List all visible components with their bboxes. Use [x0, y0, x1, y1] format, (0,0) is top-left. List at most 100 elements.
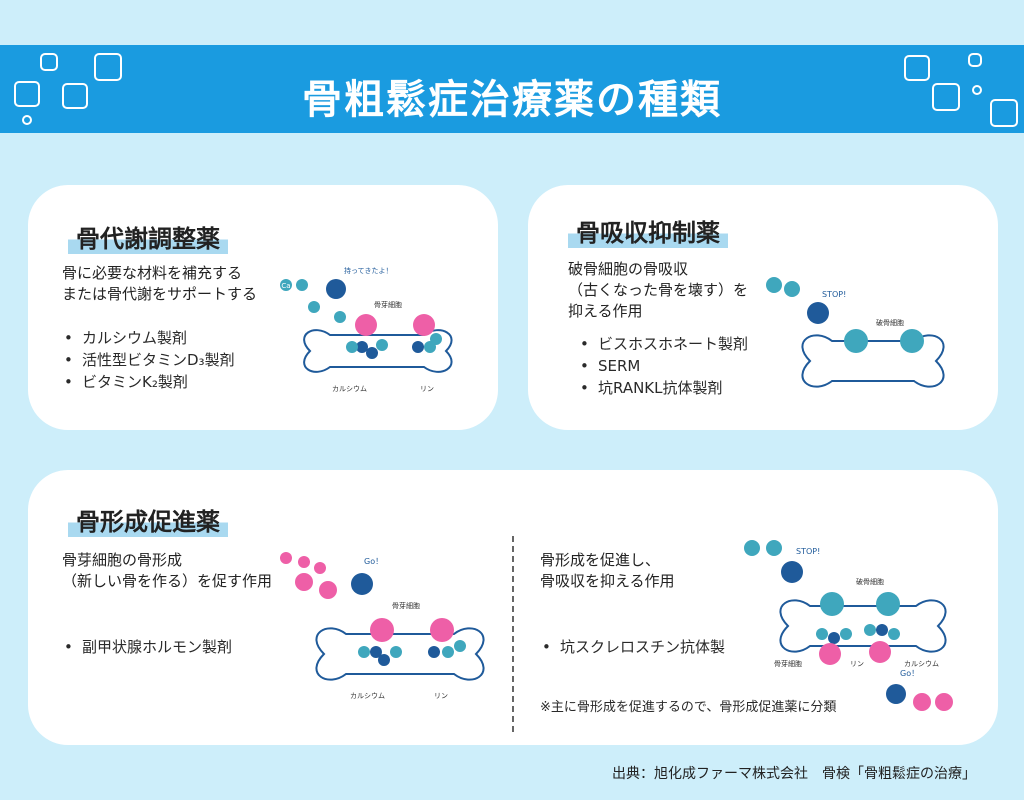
- list-item: 坑スクレロスチン抗体製: [540, 636, 725, 658]
- phosphorus-label: リン: [434, 692, 448, 700]
- list-item: 副甲状腺ホルモン製剤: [62, 636, 232, 658]
- bone-diagram: Go！ 骨芽細胞 カルシウム リン: [280, 552, 485, 700]
- card-description: 骨に必要な材料を補充する または骨代謝をサポートする: [62, 264, 258, 303]
- drug-list: 坑スクレロスチン抗体製: [540, 636, 725, 658]
- osteoblast-cell: [935, 693, 953, 711]
- phosphate-ion: [412, 341, 424, 353]
- decor-square: [990, 99, 1018, 127]
- phosphate-ion: [370, 646, 382, 658]
- osteoblast-label: 骨芽細胞: [374, 300, 402, 309]
- osteoclast-cell: [844, 329, 868, 353]
- stop-label: STOP!: [822, 290, 846, 299]
- list-item: 坑RANKL抗体製剤: [578, 377, 748, 399]
- page-title: 骨粗鬆症治療薬の種類: [302, 77, 722, 123]
- osteoclast-cell: [900, 329, 924, 353]
- calcium-ion: [346, 341, 358, 353]
- phosphate-ion: [378, 654, 390, 666]
- drug-list: 副甲状腺ホルモン製剤: [62, 636, 232, 658]
- calcium-ion: [430, 333, 442, 345]
- card-description: 破骨細胞の骨吸収 （古くなった骨を壊す）を 抑える作用: [568, 260, 749, 320]
- bone-diagram: STOP! 破骨細胞 骨芽細胞 リン カルシウム Go！: [744, 540, 953, 711]
- carrier-character: [326, 279, 346, 299]
- phosphate-ion: [428, 646, 440, 658]
- calcium-ion: [816, 628, 828, 640]
- calcium-ion: [442, 646, 454, 658]
- calcium-label: カルシウム: [350, 692, 385, 700]
- list-item: 活性型ビタミンD₃製剤: [62, 349, 235, 371]
- osteoblast-cell: [370, 618, 394, 642]
- osteoblast-cell: [355, 314, 377, 336]
- go-label: Go！: [364, 557, 383, 566]
- list-item: ビスホスホネート製剤: [578, 333, 748, 355]
- osteoclast-cell: [820, 592, 844, 616]
- supporter-character: [351, 573, 373, 595]
- phosphate-ion: [876, 624, 888, 636]
- calcium-ion: [280, 279, 292, 291]
- calcium-ion: [358, 646, 370, 658]
- phosphorus-label: リン: [850, 660, 864, 668]
- osteoclast-cell: [784, 281, 800, 297]
- osteoclast-label: 破骨細胞: [876, 318, 904, 327]
- card-heading: 骨代謝調整薬: [68, 219, 228, 254]
- drug-list: カルシウム製剤 活性型ビタミンD₃製剤 ビタミンK₂製剤: [62, 327, 235, 393]
- card-heading: 骨吸収抑制薬: [568, 213, 728, 248]
- osteoblast-cell: [319, 581, 337, 599]
- card-description: 骨形成を促進し、 骨吸収を抑える作用: [540, 551, 675, 590]
- section-divider: [512, 536, 514, 732]
- calcium-ion: [390, 646, 402, 658]
- osteoblast-label: 骨芽細胞: [392, 601, 420, 610]
- blocker-character: [807, 302, 829, 324]
- go-label: Go！: [900, 669, 919, 678]
- osteoclast-cell: [766, 277, 782, 293]
- calcium-label: カルシウム: [904, 660, 939, 668]
- card-resorption: 骨吸収抑制薬 破骨細胞の骨吸収 （古くなった骨を壊す）を 抑える作用 ビスホスホ…: [528, 185, 998, 430]
- bone-shape: [779, 599, 947, 653]
- osteoblast-cell: [314, 562, 326, 574]
- osteoblast-cell: [913, 693, 931, 711]
- card-heading: 骨形成促進薬: [68, 502, 228, 537]
- bone-diagram: Ca 持ってきたよ！ 骨芽細胞 カルシウム リン: [280, 266, 453, 393]
- calcium-ion: [296, 279, 308, 291]
- bone-shape: [303, 329, 453, 373]
- calcium-ion: [840, 628, 852, 640]
- card-metabolism: 骨代謝調整薬 骨に必要な材料を補充する または骨代謝をサポートする カルシウム製…: [28, 185, 498, 430]
- calcium-ion: [334, 311, 346, 323]
- stop-label: STOP!: [796, 547, 820, 556]
- speech-label: 持ってきたよ！: [344, 266, 392, 275]
- osteoblast-cell: [298, 556, 310, 568]
- list-item: SERM: [578, 355, 748, 377]
- osteoblast-cell: [819, 643, 841, 665]
- osteoblast-cell: [280, 552, 292, 564]
- phosphate-ion: [366, 347, 378, 359]
- calcium-ion: [308, 301, 320, 313]
- calcium-label: カルシウム: [332, 385, 367, 393]
- list-item: カルシウム製剤: [62, 327, 235, 349]
- osteoclast-cell: [876, 592, 900, 616]
- decor-square: [972, 85, 982, 95]
- supporter-character: [886, 684, 906, 704]
- phosphorus-label: リン: [420, 385, 434, 393]
- decor-square: [904, 55, 930, 81]
- source-citation: 出典：旭化成ファーマ株式会社 骨検「骨粗鬆症の治療」: [612, 766, 976, 782]
- decor-square: [932, 83, 960, 111]
- blocker-character: [781, 561, 803, 583]
- calcium-ion: [376, 339, 388, 351]
- decor-square: [62, 83, 88, 109]
- decor-square: [94, 53, 122, 81]
- bone-diagram: STOP! 破骨細胞: [766, 277, 945, 388]
- osteoclast-cell: [744, 540, 760, 556]
- list-item: ビタミンK₂製剤: [62, 371, 235, 393]
- osteoblast-cell: [295, 573, 313, 591]
- ca-label: Ca: [281, 282, 290, 290]
- calcium-ion: [454, 640, 466, 652]
- drug-list: ビスホスホネート製剤 SERM 坑RANKL抗体製剤: [578, 333, 748, 399]
- calcium-ion: [864, 624, 876, 636]
- card-description: 骨芽細胞の骨形成 （新しい骨を作る）を促す作用: [62, 551, 273, 590]
- title-banner: 骨粗鬆症治療薬の種類: [0, 45, 1024, 133]
- decor-square: [968, 53, 982, 67]
- osteoblast-cell: [869, 641, 891, 663]
- calcium-ion: [888, 628, 900, 640]
- osteoclast-label: 破骨細胞: [856, 577, 884, 586]
- osteoblast-cell: [413, 314, 435, 336]
- classification-note: ※主に骨形成を促進するので、骨形成促進薬に分類: [540, 700, 837, 715]
